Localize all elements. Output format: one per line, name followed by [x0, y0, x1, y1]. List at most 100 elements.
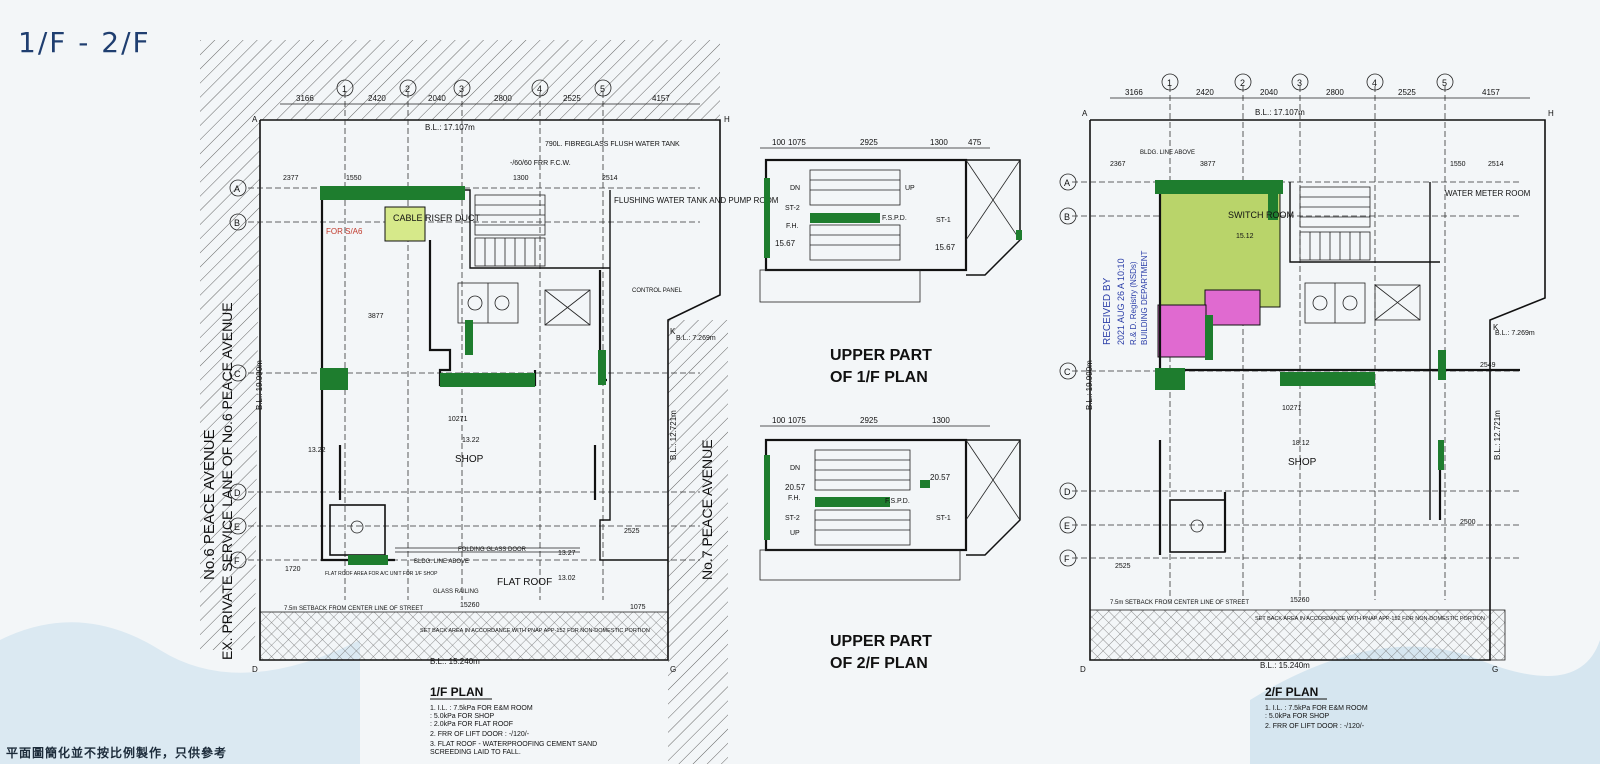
svg-text:A: A [252, 115, 258, 124]
svg-text:D: D [234, 488, 241, 498]
svg-text:: 5.0kPa FOR SHOP: : 5.0kPa FOR SHOP [430, 713, 495, 720]
svg-text:DN: DN [790, 185, 800, 192]
svg-text:2525: 2525 [563, 94, 581, 103]
svg-text:2800: 2800 [1326, 88, 1344, 97]
upper-part-2f: 100 1075 2925 1300 DN UP F.H. F.S.P.D. S… [759, 416, 1021, 672]
site-boundary [259, 119, 721, 661]
svg-text:1300: 1300 [513, 175, 529, 182]
setback-area [260, 612, 668, 660]
svg-text:: 2.0kPa FOR FLAT ROOF: : 2.0kPa FOR FLAT ROOF [430, 721, 513, 728]
svg-text:OF 2/F PLAN: OF 2/F PLAN [830, 655, 928, 672]
svg-text:15260: 15260 [1290, 597, 1310, 604]
svg-text:2367: 2367 [1110, 161, 1126, 168]
plan-2f-title: 2/F PLAN [1265, 685, 1318, 699]
svg-text:13.02: 13.02 [558, 575, 576, 582]
shop-label: SHOP [455, 454, 484, 465]
svg-text:100: 100 [772, 416, 786, 425]
svg-text:475: 475 [968, 138, 982, 147]
svg-text:B.L.: 7.269m: B.L.: 7.269m [676, 335, 716, 342]
svg-text:2500: 2500 [1460, 519, 1476, 526]
svg-text:C: C [234, 369, 241, 379]
green-structural-walls [320, 186, 606, 565]
svg-text:1075: 1075 [788, 416, 806, 425]
svg-text:2040: 2040 [1260, 88, 1278, 97]
svg-text:2420: 2420 [1196, 88, 1214, 97]
svg-text:H: H [724, 115, 730, 124]
svg-text:B.L.: 15.240m: B.L.: 15.240m [1260, 661, 1310, 670]
svg-text:CONTROL PANEL: CONTROL PANEL [632, 288, 683, 294]
svg-text:ST-1: ST-1 [936, 217, 951, 224]
svg-text:F.H.: F.H. [788, 495, 801, 502]
plan-1f-title: 1/F PLAN [430, 685, 483, 699]
svg-text:13.22: 13.22 [462, 437, 480, 444]
svg-text:SCREEDING LAID TO FALL.: SCREEDING LAID TO FALL. [430, 749, 521, 756]
shop-label: SHOP [1288, 457, 1317, 468]
svg-text:K: K [670, 327, 676, 336]
plan-1f-notes: 1. I.L. : 7.5kPa FOR E&M ROOM : 5.0kPa F… [430, 705, 597, 756]
upper-1f-title: UPPER PART [830, 347, 932, 364]
upper-2f-title: UPPER PART [830, 633, 932, 650]
svg-text:2: 2 [1240, 78, 1245, 88]
svg-text:4157: 4157 [1482, 88, 1500, 97]
svg-text:2925: 2925 [860, 416, 878, 425]
svg-text:E: E [234, 522, 240, 532]
svg-text:4: 4 [537, 84, 542, 94]
svg-text:1550: 1550 [1450, 161, 1466, 168]
svg-text:13.22: 13.22 [308, 447, 326, 454]
svg-text:D: D [1064, 487, 1071, 497]
svg-text:OF 1/F PLAN: OF 1/F PLAN [830, 369, 928, 386]
svg-text:20.57: 20.57 [930, 473, 951, 482]
svg-text:F: F [234, 556, 240, 566]
svg-text:2925: 2925 [860, 138, 878, 147]
background-hill [0, 622, 360, 764]
svg-text:UP: UP [905, 185, 915, 192]
svg-text:A: A [1064, 178, 1070, 188]
water-meter-label: WATER METER ROOM [1445, 189, 1531, 198]
svg-text:18.12: 18.12 [1292, 440, 1310, 447]
svg-text:2525: 2525 [624, 528, 640, 535]
svg-text:2040: 2040 [428, 94, 446, 103]
svg-text:1300: 1300 [930, 138, 948, 147]
svg-text:D: D [1080, 665, 1086, 674]
svg-text:1720: 1720 [285, 566, 301, 573]
svg-text:790L. FIBREGLASS FLUSH WATER T: 790L. FIBREGLASS FLUSH WATER TANK [545, 141, 680, 148]
svg-text:2514: 2514 [1488, 161, 1504, 168]
svg-text:4157: 4157 [652, 94, 670, 103]
svg-text:15.12: 15.12 [1236, 233, 1254, 240]
svg-text:1075: 1075 [630, 604, 646, 611]
svg-text:3: 3 [1297, 78, 1302, 88]
svg-text:B.L.: 12.721m: B.L.: 12.721m [1493, 410, 1502, 460]
svg-text:BLDG. LINE ABOVE: BLDG. LINE ABOVE [414, 559, 469, 565]
svg-text:ST-2: ST-2 [785, 205, 800, 212]
top-dimensions: 3166 2420 2040 2800 2525 4157 [1110, 88, 1530, 99]
svg-text:H: H [1548, 109, 1554, 118]
page-title: 1/F - 2/F [18, 26, 151, 59]
svg-text:F: F [1064, 554, 1070, 564]
svg-text:A: A [1082, 109, 1088, 118]
svg-text:100: 100 [772, 138, 786, 147]
svg-text:: 5.0kPa FOR SHOP: : 5.0kPa FOR SHOP [1265, 713, 1330, 720]
svg-text:K: K [1493, 323, 1499, 332]
svg-text:5: 5 [600, 84, 605, 94]
bl-bottom: B.L.: 15.240m [430, 657, 480, 666]
svg-text:1300: 1300 [932, 416, 950, 425]
setback-area [1090, 610, 1505, 660]
svg-text:GLASS RAILING: GLASS RAILING [433, 589, 479, 595]
cable-riser-label: CABLE RISER DUCT [393, 213, 481, 223]
svg-text:2549: 2549 [1480, 362, 1496, 369]
svg-text:3166: 3166 [296, 94, 314, 103]
svg-text:D: D [252, 665, 258, 674]
svg-text:3877: 3877 [1200, 161, 1216, 168]
plan-2f: A B C D E F 1 2 3 4 5 3166 2420 2040 280… [1059, 73, 1554, 730]
svg-text:15.67: 15.67 [935, 243, 956, 252]
toilet-fill [1204, 289, 1261, 326]
svg-text:1: 1 [342, 84, 347, 94]
svg-text:C: C [1064, 367, 1071, 377]
svg-text:2800: 2800 [494, 94, 512, 103]
svg-text:B.L.: 19.990m: B.L.: 19.990m [255, 360, 264, 410]
svg-text:13.27: 13.27 [558, 550, 576, 557]
svg-text:2377: 2377 [283, 175, 299, 182]
svg-text:7.5m SETBACK FROM CENTER LINE: 7.5m SETBACK FROM CENTER LINE OF STREET [284, 606, 423, 612]
street-label-no6: No.6 PEACE AVENUE [201, 429, 218, 580]
svg-text:A: A [234, 184, 240, 194]
